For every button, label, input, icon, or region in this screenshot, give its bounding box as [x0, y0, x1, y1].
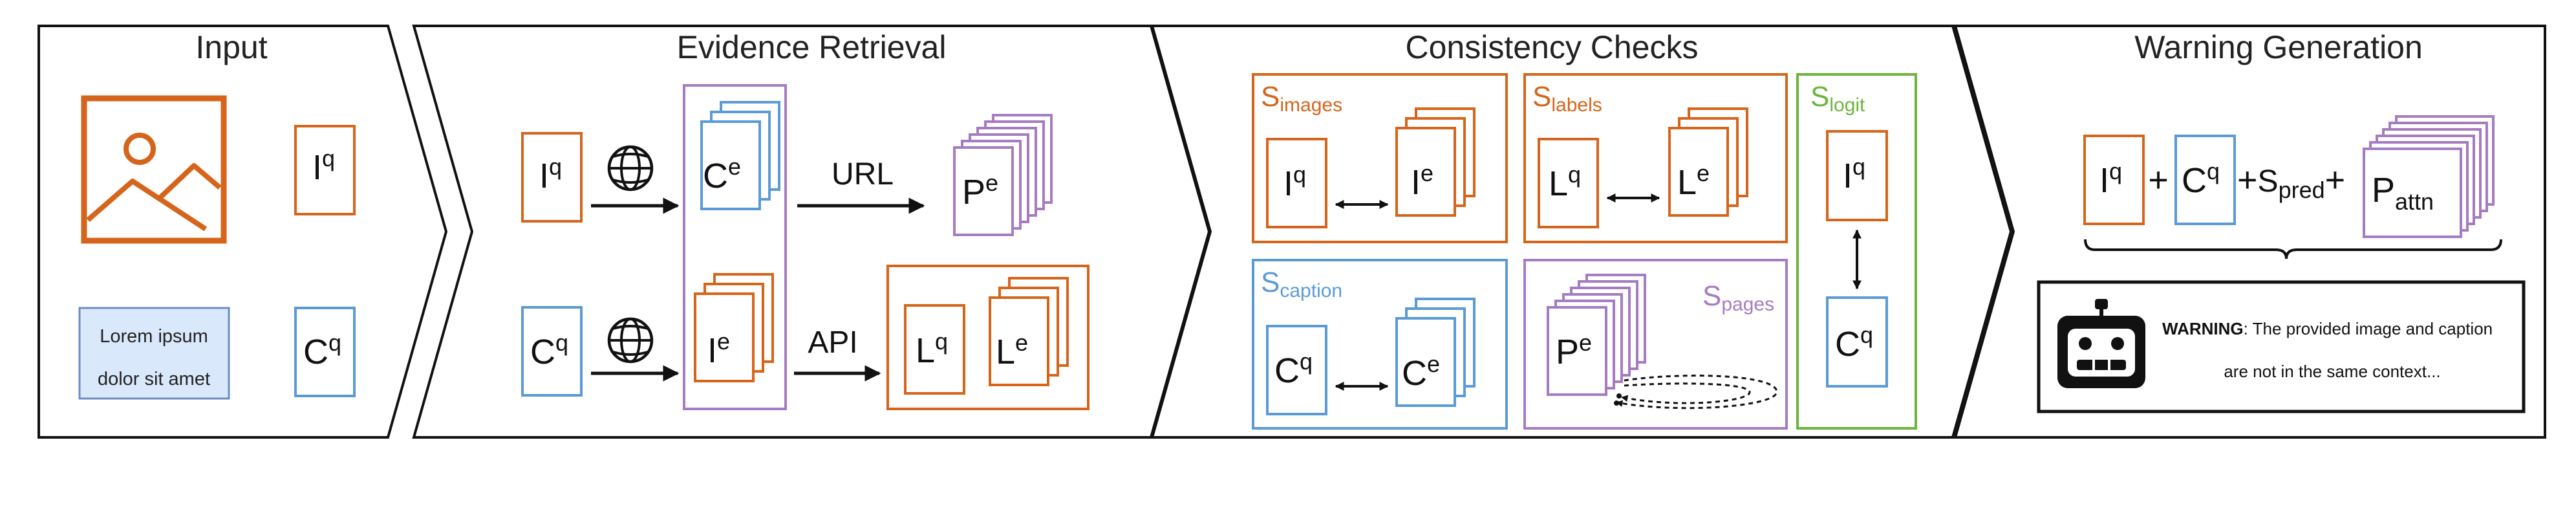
- globe-icon: [607, 145, 654, 192]
- title-warning-generation: Warning Generation: [2134, 29, 2423, 65]
- s-images-label: Simages: [1261, 81, 1342, 116]
- input-caption-query: Cq: [294, 307, 356, 397]
- svg-text:dolor sit amet: dolor sit amet: [98, 369, 210, 389]
- attention-pages-stack: Pattn: [2363, 115, 2495, 238]
- svg-text:Le: Le: [996, 329, 1028, 371]
- url-label: URL: [832, 157, 894, 192]
- s-caption-evidence-stack: Ce: [1395, 298, 1476, 407]
- api-label: API: [808, 325, 857, 360]
- svg-text:Le: Le: [1677, 160, 1710, 202]
- query-labels: Lq: [904, 304, 965, 395]
- s-pages-evidence-stack: Pe: [1547, 274, 1646, 396]
- svg-text:Lorem ipsum: Lorem ipsum: [100, 326, 208, 347]
- s-images-box: [1252, 73, 1508, 243]
- evidence-caption-stack: Ce: [700, 101, 780, 210]
- s-logit-box: [1796, 73, 1917, 430]
- svg-text:Pattn: Pattn: [2372, 171, 2434, 215]
- svg-text:Iq: Iq: [539, 153, 562, 195]
- s-pages-box: [1523, 259, 1788, 430]
- svg-text:Ie: Ie: [707, 328, 730, 370]
- s-caption-label: Scaption: [1261, 267, 1342, 301]
- retrieved-evidence-group: [683, 84, 787, 410]
- svg-text:Cq: Cq: [303, 329, 341, 371]
- s-caption-box: [1252, 259, 1508, 430]
- s-labels-query: Lq: [1538, 138, 1599, 228]
- svg-text:Iq: Iq: [312, 145, 335, 187]
- evidence-image-stack: Ie: [694, 273, 774, 382]
- warning-message-line2: are not in the same context...: [2224, 362, 2440, 381]
- svg-text:Ce: Ce: [703, 153, 741, 195]
- s-images-evidence-stack: Ie: [1395, 107, 1476, 217]
- svg-text:Iq: Iq: [2099, 158, 2122, 200]
- svg-text:Lq: Lq: [1549, 161, 1581, 203]
- combine-brace: [2084, 239, 2502, 259]
- s-logit-label: Slogit: [1810, 81, 1865, 116]
- s-labels-label: Slabels: [1532, 81, 1602, 116]
- svg-text:Iq: Iq: [1283, 161, 1306, 203]
- evidence-labels-stack: Le: [989, 277, 1069, 386]
- svg-text:Cq: Cq: [1274, 348, 1313, 390]
- svg-text:Iq: Iq: [1843, 153, 1865, 195]
- s-logit-image-query: Iq: [1826, 130, 1888, 221]
- labels-group: [886, 265, 1089, 410]
- robot-icon: [2057, 299, 2145, 388]
- s-pages-dots: [1614, 393, 1622, 406]
- s-logit-caption-query: Cq: [1826, 296, 1888, 388]
- retrieval-caption-query: Cq: [521, 306, 583, 397]
- image-icon: [81, 95, 227, 244]
- globe-icon: [607, 317, 654, 364]
- input-image-query: Iq: [294, 125, 356, 215]
- title-input: Input: [195, 29, 267, 65]
- title-evidence-retrieval: Evidence Retrieval: [677, 29, 947, 65]
- evidence-pages-stack: Pe: [953, 114, 1053, 236]
- s-labels-evidence-stack: Le: [1668, 107, 1748, 217]
- s-pages-pairwise-arrows: [1615, 375, 1778, 410]
- s-images-query: Iq: [1266, 138, 1327, 228]
- svg-text:Cq: Cq: [1835, 322, 1873, 364]
- s-pages-label: Spages: [1702, 280, 1774, 315]
- warning-image-query: Iq: [2083, 135, 2145, 225]
- svg-text:Lq: Lq: [916, 328, 948, 370]
- plus-sign: +: [2148, 160, 2169, 199]
- svg-text:Cq: Cq: [2182, 158, 2220, 200]
- title-consistency-checks: Consistency Checks: [1406, 29, 1699, 65]
- svg-text:Ie: Ie: [1411, 160, 1433, 202]
- retrieval-image-query: Iq: [521, 132, 583, 223]
- svg-text:Cq: Cq: [530, 329, 568, 371]
- warning-caption-query: Cq: [2174, 135, 2236, 225]
- svg-text:Pe: Pe: [962, 170, 998, 212]
- lorem-ipsum-caption: Lorem ipsum dolor sit amet: [78, 307, 230, 400]
- svg-text:Pe: Pe: [1556, 329, 1592, 371]
- s-caption-query: Cq: [1266, 325, 1327, 415]
- s-pred-term: +Spred+: [2237, 160, 2345, 203]
- svg-text:Ce: Ce: [1402, 351, 1440, 393]
- s-labels-box: [1523, 73, 1788, 243]
- warning-message-line1: WARNING: The provided image and caption: [2162, 319, 2493, 338]
